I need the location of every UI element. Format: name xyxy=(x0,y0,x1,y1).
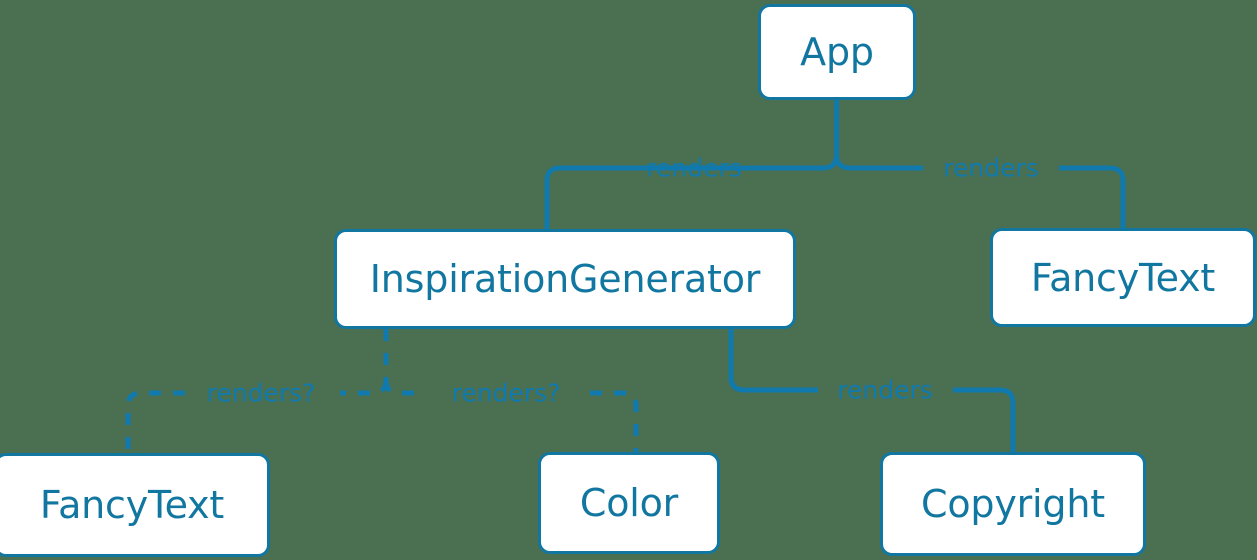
edge-label-inspiration-generator-to-fancytext-bottom: renders? xyxy=(206,378,316,408)
node-fancytext-bottom[interactable]: FancyText xyxy=(0,453,270,557)
node-copyright[interactable]: Copyright xyxy=(880,452,1146,556)
node-copyright-label: Copyright xyxy=(921,482,1105,526)
edge-label-app-to-fancytext-right: renders xyxy=(943,153,1039,183)
node-fancytext-right[interactable]: FancyText xyxy=(990,228,1256,327)
node-fancytext-bottom-label: FancyText xyxy=(39,483,225,527)
node-inspiration-generator-label: InspirationGenerator xyxy=(369,257,761,301)
node-color-label: Color xyxy=(579,481,679,525)
node-inspiration-generator[interactable]: InspirationGenerator xyxy=(334,229,796,329)
edge-app-to-fancytext-right xyxy=(834,154,1126,228)
edge-label-inspiration-generator-to-color: renders? xyxy=(451,378,561,408)
node-app-label: App xyxy=(800,30,874,74)
edge-label-inspiration-generator-to-copyright: renders xyxy=(837,375,933,405)
edge-inspiration-generator-to-copyright xyxy=(728,329,1016,452)
edge-label-app-to-inspiration-generator: renders xyxy=(646,153,742,183)
edge-inspiration-generator-to-color xyxy=(383,379,639,452)
node-color[interactable]: Color xyxy=(538,452,720,554)
node-fancytext-right-label: FancyText xyxy=(1030,255,1216,300)
node-app[interactable]: App xyxy=(758,4,916,100)
